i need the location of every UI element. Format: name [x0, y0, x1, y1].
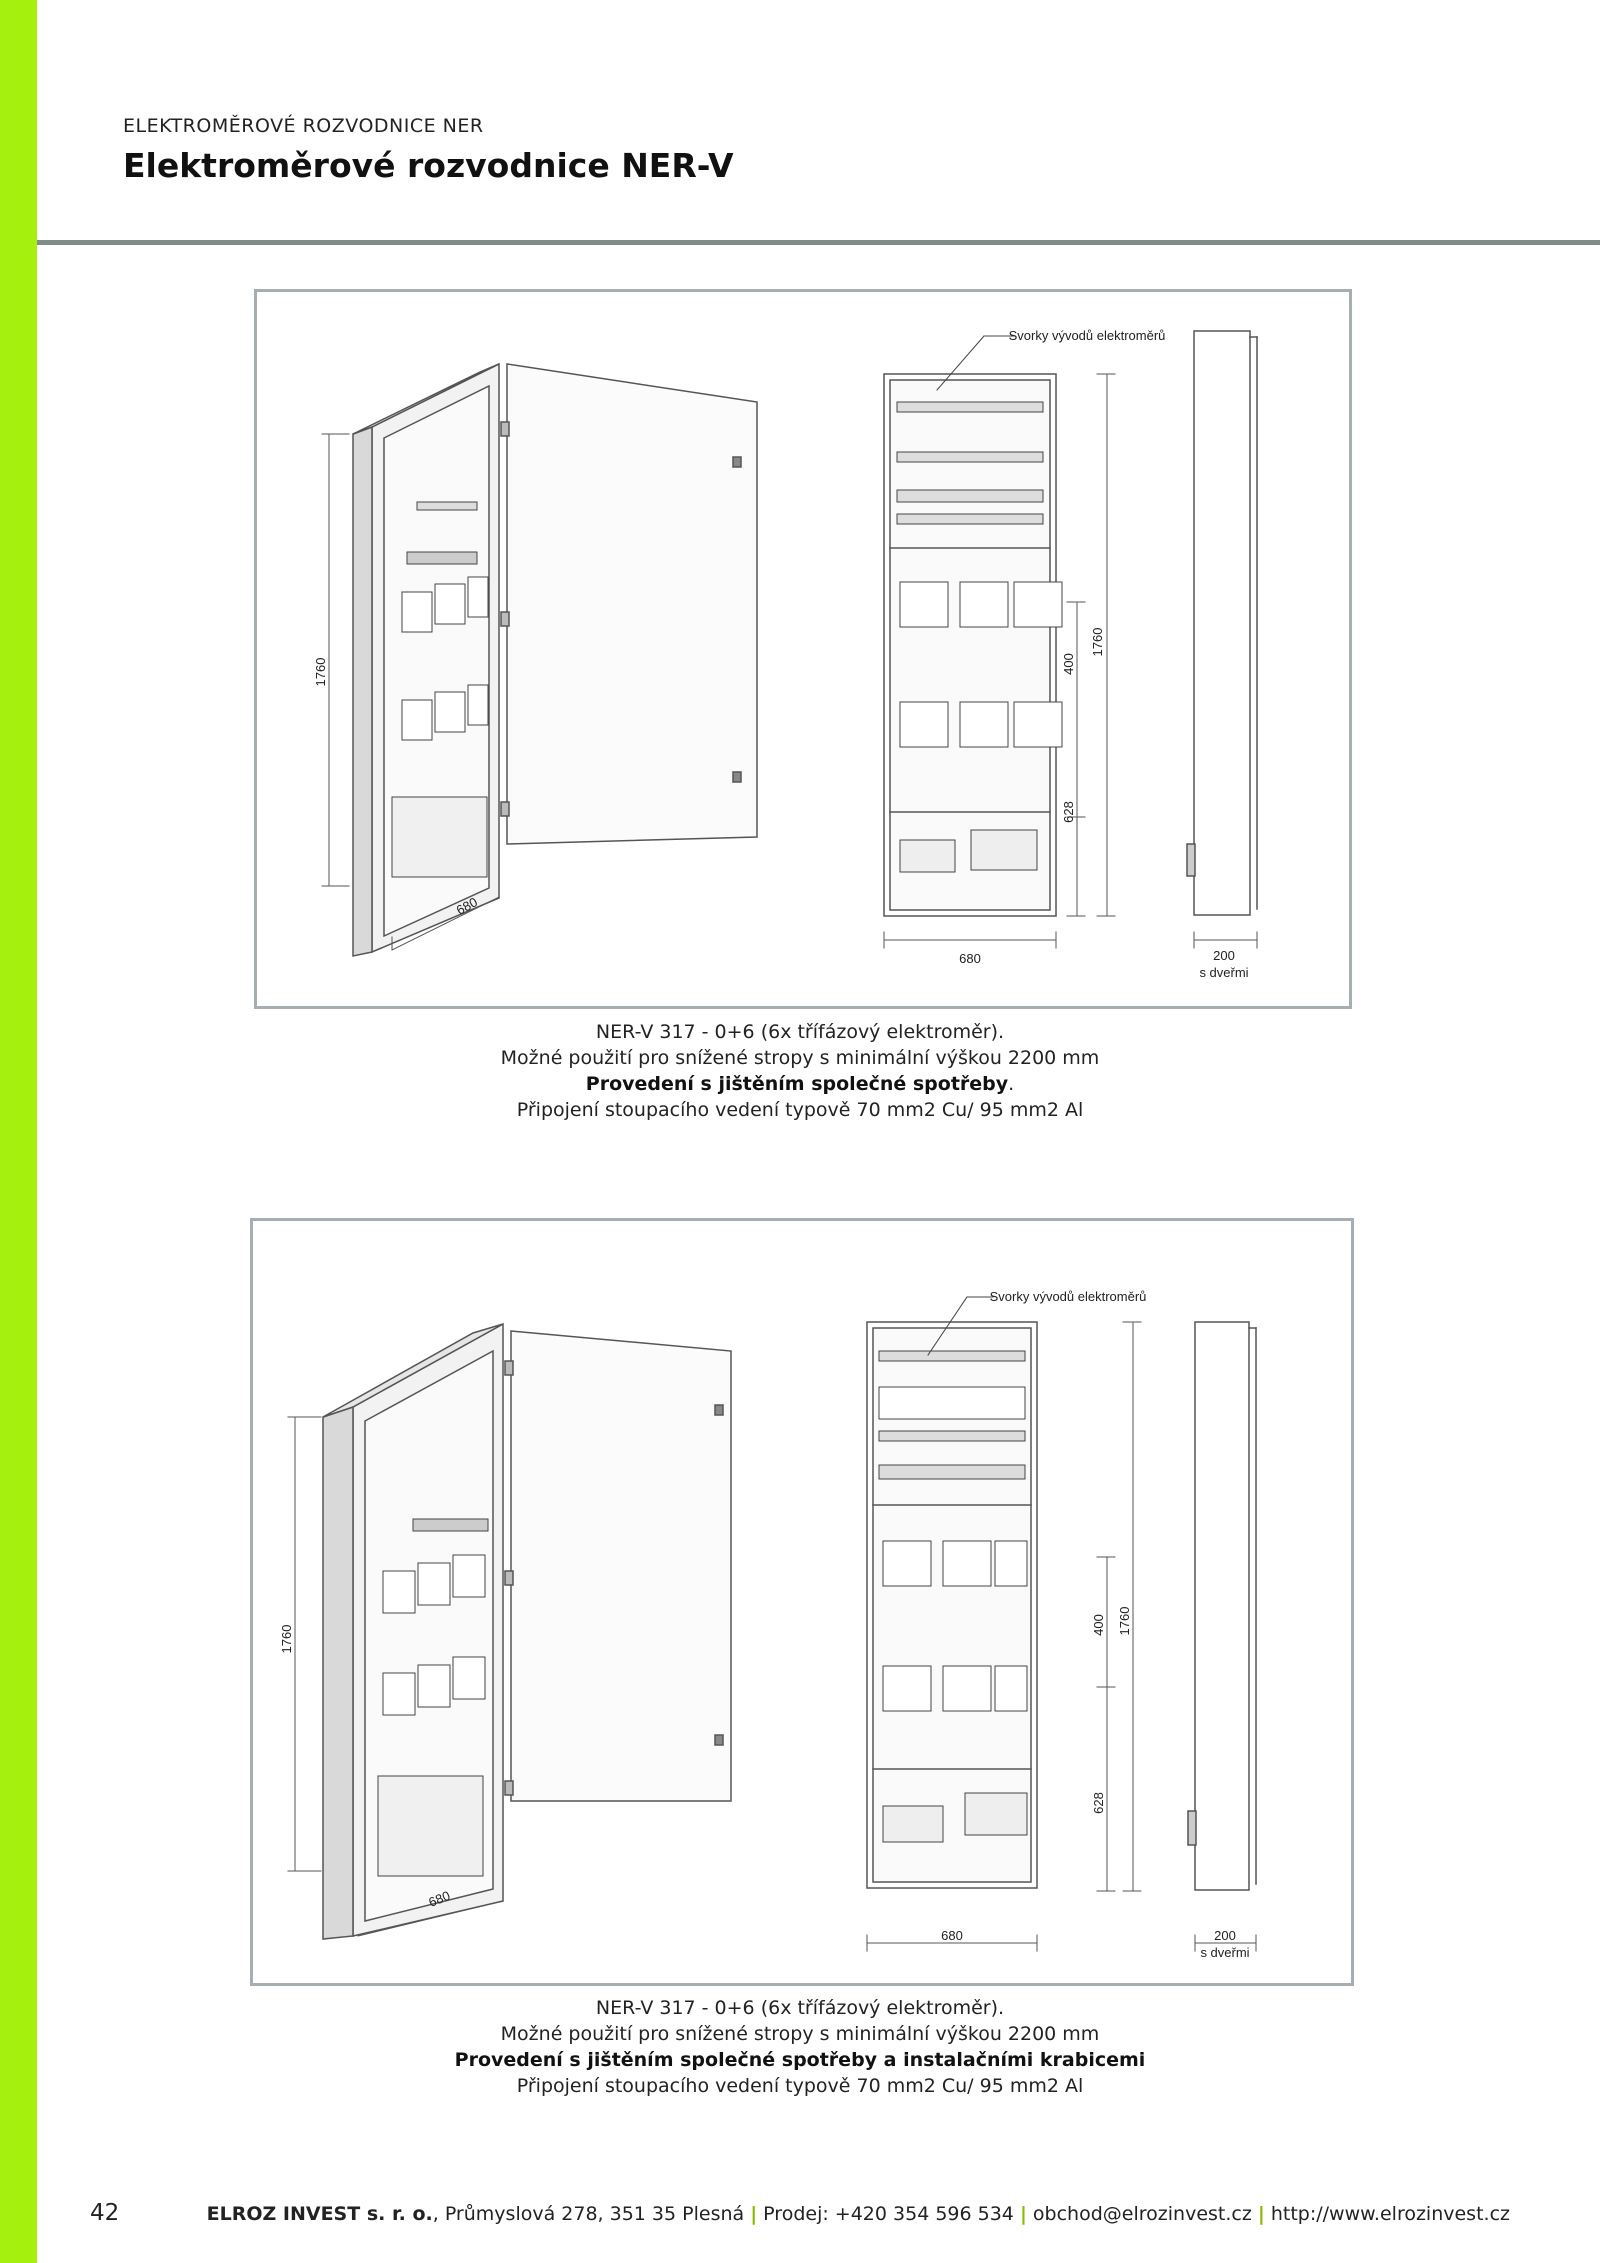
section-kicker: ELEKTROMĚROVÉ ROZVODNICE NER — [123, 115, 484, 137]
side-view-cabinet — [1186, 330, 1258, 916]
iso-height-dimension: 1760 — [313, 658, 328, 687]
depth-dimension: 200 — [1214, 1928, 1236, 1943]
caption-1-bold: Provedení s jištěním společné spotřeby — [585, 1073, 1009, 1095]
caption-2-line-1: NER-V 317 - 0+6 (6x třífázový elektroměr… — [595, 1997, 1005, 2019]
depth-dimension-lines — [1193, 931, 1258, 949]
side-view-cabinet — [1187, 1321, 1257, 1891]
footer-separator: | — [750, 2203, 758, 2225]
lower-section-dimension: 628 — [1091, 1792, 1106, 1814]
front-width-dimension: 680 — [941, 1928, 963, 1943]
depth-dimension-note: s dveřmi — [1200, 1945, 1249, 1960]
depth-dimension: 200 — [1213, 948, 1235, 963]
caption-2-line-2: Možné použití pro snížené stropy s minim… — [500, 2023, 1100, 2045]
front-view-meters — [882, 1540, 1028, 1712]
caption-1-line-3: Provedení s jištěním společné spotřeby. — [0, 1071, 1600, 1097]
front-width-dimension: 680 — [959, 951, 981, 966]
iso-dimension-lines — [321, 433, 500, 951]
footer-email-link[interactable]: obchod@elrozinvest.cz — [1026, 2203, 1258, 2225]
footer-separator: | — [1257, 2203, 1265, 2225]
footer-company: ELROZ INVEST s. r. o. — [206, 2203, 433, 2225]
iso-height-dimension: 1760 — [279, 1625, 294, 1654]
iso-dimension-lines — [287, 1416, 504, 1937]
page-title: Elektroměrové rozvodnice NER-V — [123, 146, 734, 185]
front-height-dimension: 1760 — [1117, 1607, 1132, 1636]
caption-1-line-1: NER-V 317 - 0+6 (6x třífázový elektroměr… — [595, 1021, 1005, 1043]
front-view-protection-module — [882, 1792, 1028, 1843]
meter-spacing-dimension: 400 — [1091, 1614, 1106, 1636]
technical-drawing-1: 1760 680 680 400 628 17 — [254, 289, 1352, 1009]
front-height-dimension: 1760 — [1090, 628, 1105, 657]
accent-side-bar — [0, 0, 37, 2263]
front-view-meters — [899, 581, 1063, 748]
caption-1-suffix: . — [1008, 1073, 1015, 1095]
caption-2-line-3: Provedení s jištěním společné spotřeby a… — [0, 2047, 1600, 2073]
front-dimension-lines — [866, 1321, 1142, 1952]
caption-1-line-4: Připojení stoupacího vedení typově 70 mm… — [516, 1099, 1084, 1121]
terminals-label: Svorky vývodů elektroměrů — [1009, 328, 1166, 343]
depth-dimension-note: s dveřmi — [1199, 965, 1248, 980]
depth-dimension-lines — [1194, 1934, 1257, 1952]
figure-1-caption: NER-V 317 - 0+6 (6x třífázový elektroměr… — [0, 1019, 1600, 1123]
footer-contact: ELROZ INVEST s. r. o., Průmyslová 278, 3… — [207, 2203, 1510, 2225]
header-divider — [37, 240, 1600, 245]
front-dimension-lines — [883, 373, 1116, 949]
meter-spacing-dimension: 400 — [1061, 653, 1076, 675]
terminals-leader-line — [927, 1296, 994, 1356]
terminals-label: Svorky vývodů elektroměrů — [990, 1289, 1147, 1304]
terminals-leader-line — [936, 335, 1016, 391]
caption-2-bold: Provedení s jištěním společné spotřeby a… — [454, 2049, 1146, 2071]
front-view-terminals — [878, 1350, 1026, 1480]
iso-cabinet-internals — [377, 1518, 489, 1877]
footer-separator: | — [1019, 2203, 1027, 2225]
front-view-protection-module — [899, 829, 1038, 873]
iso-cabinet-internals — [391, 501, 489, 878]
front-view-cabinet — [883, 373, 1057, 917]
figure-2-caption: NER-V 317 - 0+6 (6x třífázový elektroměr… — [0, 1995, 1600, 2099]
iso-open-door — [504, 1330, 732, 1802]
front-view-terminals — [896, 401, 1044, 525]
caption-1-line-2: Možné použití pro snížené stropy s minim… — [500, 1047, 1100, 1069]
technical-drawing-2: 1760 680 680 400 628 1760 — [250, 1218, 1354, 1986]
lower-section-dimension: 628 — [1061, 801, 1076, 823]
footer-sales: Prodej: +420 354 596 534 — [757, 2203, 1020, 2225]
footer-address: , Průmyslová 278, 351 35 Plesná — [432, 2203, 751, 2225]
footer-website-link[interactable]: http://www.elrozinvest.cz — [1264, 2203, 1510, 2225]
caption-2-line-4: Připojení stoupacího vedení typově 70 mm… — [516, 2075, 1084, 2097]
iso-open-door — [500, 363, 758, 845]
page-number: 42 — [90, 2200, 120, 2226]
